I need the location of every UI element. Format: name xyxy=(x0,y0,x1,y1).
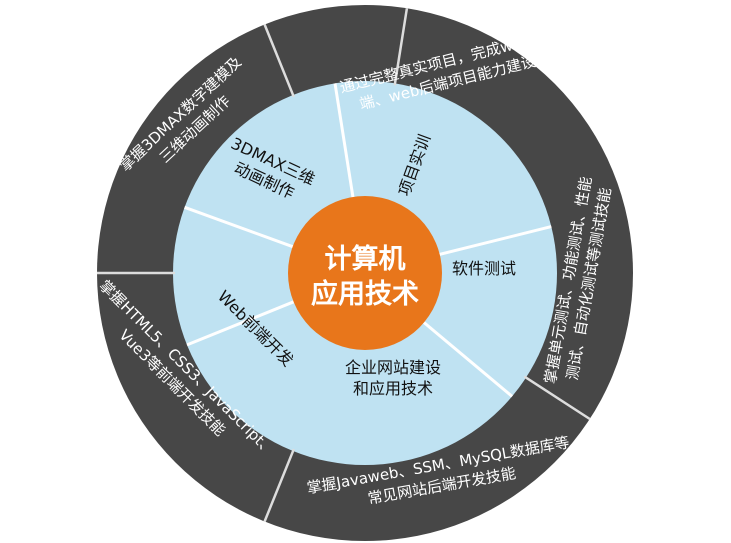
inner-divider-line xyxy=(436,225,552,257)
inner-label: 企业网站建设 和应用技术 xyxy=(345,358,441,398)
center-title-line2: 应用技术 xyxy=(311,278,419,310)
inner-label-line: 和应用技术 xyxy=(353,379,433,398)
outer-divider-line xyxy=(263,448,295,522)
outer-divider-line xyxy=(263,24,295,98)
outer-divider-line xyxy=(393,8,409,86)
inner-divider-line xyxy=(186,299,297,347)
inner-label-line: 软件测试 xyxy=(452,259,516,278)
center-title-line1: 计算机 xyxy=(325,243,406,275)
inner-divider-line xyxy=(333,83,355,201)
center-circle xyxy=(288,196,442,350)
inner-divider-line xyxy=(184,205,297,250)
outer-divider-line xyxy=(523,375,591,421)
inner-divider-line xyxy=(420,319,514,398)
outer-ring-dividers xyxy=(97,8,591,522)
inner-label: 软件测试 xyxy=(452,259,516,278)
inner-ring-dividers xyxy=(184,83,552,398)
inner-label-line: 企业网站建设 xyxy=(345,358,441,377)
